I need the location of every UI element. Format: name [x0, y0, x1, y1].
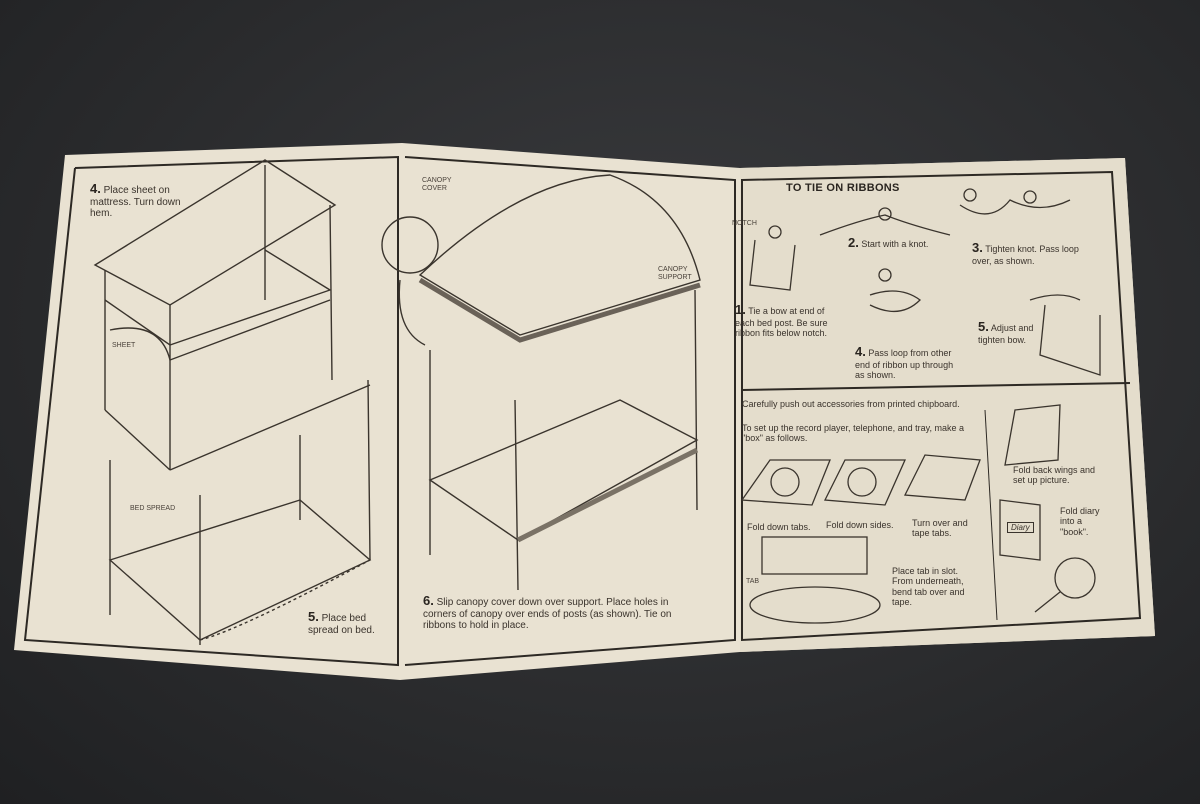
- step-6: 6. Slip canopy cover down over support. …: [423, 593, 672, 632]
- ribbon-step-2: 2. Start with a knot.: [848, 235, 929, 250]
- turn-over-caption: Turn over and tape tabs.: [912, 518, 968, 539]
- accessory-drawings: [740, 404, 1096, 624]
- left-panel-border: [23, 155, 399, 667]
- ribbon-step-3: 3. Tighten knot. Pass loop over, as show…: [972, 240, 1079, 266]
- right-divider: [741, 382, 1131, 391]
- middle-panel-border: [404, 156, 736, 666]
- canopy-bed-drawing: [381, 174, 701, 591]
- tray-caption: Place tab in slot. From underneath, bend…: [892, 566, 965, 608]
- diary-label: Diary: [1007, 522, 1034, 534]
- ribbon-step-1: 1. Tie a bow at end of each bed post. Be…: [735, 302, 828, 339]
- label-notch: NOTCH: [732, 220, 757, 227]
- diary-caption: Fold diary into a "book".: [1060, 506, 1100, 537]
- box-intro: To set up the record player, telephone, …: [742, 423, 964, 444]
- picture-caption: Fold back wings and set up picture.: [1013, 465, 1096, 486]
- label-canopy-support: CANOPY SUPPORT: [658, 266, 692, 282]
- ribbon-drawings: [749, 188, 1101, 376]
- fold-sides-caption: Fold down sides.: [826, 520, 894, 530]
- ribbon-step-5: 5. Adjust and tighten bow.: [978, 319, 1034, 345]
- ribbons-title: TO TIE ON RIBBONS: [786, 182, 900, 194]
- label-canopy-cover: CANOPY COVER: [422, 177, 452, 193]
- ribbon-step-4: 4. Pass loop from other end of ribbon up…: [855, 344, 954, 381]
- label-tab: TAB: [746, 578, 760, 585]
- step-5: 5. Place bed spread on bed.: [308, 609, 375, 636]
- fold-tabs-caption: Fold down tabs.: [747, 522, 811, 532]
- label-bed-spread: BED SPREAD: [130, 505, 176, 512]
- accessories-intro: Carefully push out accessories from prin…: [742, 399, 960, 409]
- label-sheet: SHEET: [112, 342, 136, 349]
- right-panel-border: [741, 170, 1142, 642]
- step-4: 4. Place sheet on mattress. Turn down he…: [90, 181, 181, 220]
- bunk-bed-drawing: [93, 159, 372, 645]
